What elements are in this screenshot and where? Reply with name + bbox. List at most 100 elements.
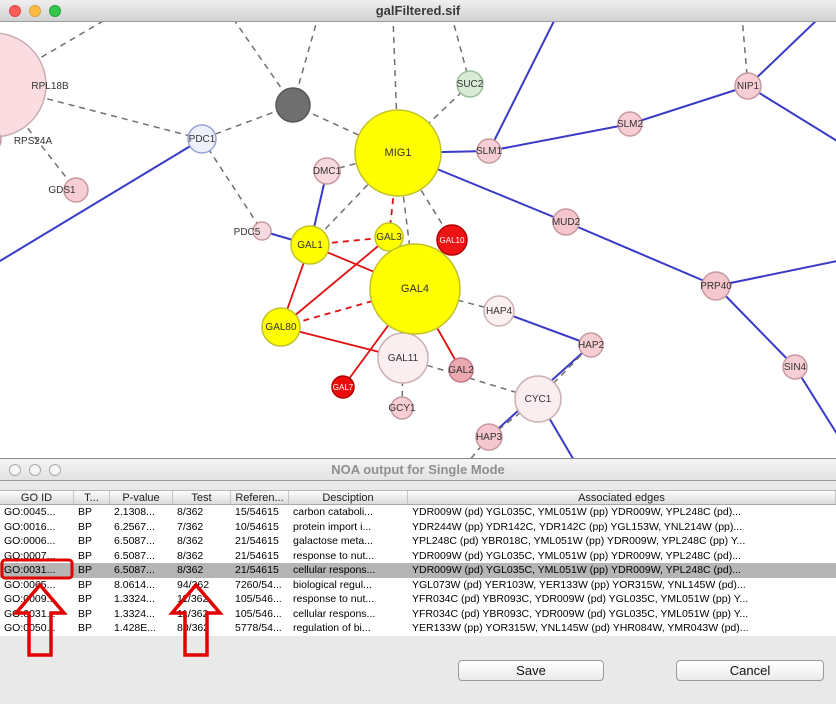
network-edge[interactable] xyxy=(747,85,836,144)
network-node-pdc1[interactable] xyxy=(187,124,217,154)
network-edge[interactable] xyxy=(280,236,390,328)
table-cell: YER133W (pp) YOR315W, YNL145W (pd) YHR08… xyxy=(412,622,749,634)
network-edge[interactable] xyxy=(0,138,203,267)
table-cell: 11/362 xyxy=(177,607,209,620)
network-node-rps24a[interactable] xyxy=(0,129,2,151)
table-cell: galactose meta... xyxy=(293,535,373,547)
table-cell: YDR009W (pd) YGL035C, YML051W (pp) YDR00… xyxy=(412,506,741,518)
network-node-pdc5[interactable] xyxy=(252,221,272,241)
zoom-button[interactable] xyxy=(49,5,61,17)
network-node-slm1[interactable] xyxy=(476,138,502,164)
table-cell: 1.3324... xyxy=(114,593,155,605)
network-node-hap2[interactable] xyxy=(578,332,604,358)
network-node-label: GAL80 xyxy=(265,322,297,333)
network-edge[interactable] xyxy=(498,310,592,346)
save-button[interactable]: Save xyxy=(458,660,604,681)
network-edge[interactable] xyxy=(794,366,836,442)
network-node-label: HAP4 xyxy=(486,306,513,317)
network-node-label: PRP40 xyxy=(700,281,732,292)
table-cell: YDR244W (pp) YDR142C, YDR142C (pp) YGL15… xyxy=(412,520,743,533)
table-cell: BP xyxy=(78,578,93,591)
column-header-p-value[interactable]: P-value xyxy=(110,491,173,504)
network-node-gal10[interactable] xyxy=(436,224,468,256)
network-node-gal1[interactable] xyxy=(290,225,330,265)
network-window-titlebar[interactable]: galFiltered.sif xyxy=(0,0,836,22)
network-node-mud2[interactable] xyxy=(552,208,580,236)
minimize-button[interactable] xyxy=(29,5,41,17)
network-node-mig1[interactable] xyxy=(354,109,442,197)
network-node-hap3[interactable] xyxy=(475,423,503,451)
close-button[interactable] xyxy=(9,464,21,476)
network-node-gal2[interactable] xyxy=(448,357,474,383)
network-edge[interactable] xyxy=(488,123,631,152)
column-header-associated-edges[interactable]: Associated edges xyxy=(408,491,836,504)
table-cell: protein import i... xyxy=(293,520,372,533)
network-node-nip1[interactable] xyxy=(734,72,762,100)
table-cell: 10/54615 xyxy=(235,520,279,533)
column-header-t[interactable]: T... xyxy=(74,491,110,504)
cancel-button[interactable]: Cancel xyxy=(676,660,824,681)
network-edge[interactable] xyxy=(715,260,836,287)
network-edge[interactable] xyxy=(232,22,294,106)
table-cell: 15/54615 xyxy=(235,506,279,518)
network-node-label: GAL1 xyxy=(297,240,323,251)
table-cell: 21/54615 xyxy=(235,535,279,547)
network-node-label: HAP2 xyxy=(578,340,605,351)
network-node-cyc1[interactable] xyxy=(514,375,562,423)
close-button[interactable] xyxy=(9,5,21,17)
table-cell: YDR009W (pd) YGL035C, YML051W (pp) YDR00… xyxy=(412,549,741,562)
network-node-gray-node[interactable] xyxy=(275,87,311,123)
minimize-button[interactable] xyxy=(29,464,41,476)
column-header-referen[interactable]: Referen... xyxy=(231,491,289,504)
network-edge[interactable] xyxy=(629,85,749,125)
network-node-label: GAL7 xyxy=(333,383,354,392)
column-header-test[interactable]: Test xyxy=(173,491,231,504)
noa-window-titlebar[interactable]: NOA output for Single Mode xyxy=(0,459,836,481)
table-cell: GO:0007... xyxy=(4,549,56,562)
table-cell: cellular respons... xyxy=(293,564,376,576)
network-edge[interactable] xyxy=(201,138,263,232)
zoom-button[interactable] xyxy=(49,464,61,476)
network-edge[interactable] xyxy=(565,221,717,287)
table-cell: YGL073W (pd) YER103W, YER133W (pp) YOR31… xyxy=(412,578,746,591)
table-cell: 8/362 xyxy=(177,564,204,576)
network-node-hap4[interactable] xyxy=(483,295,515,327)
network-edge[interactable] xyxy=(715,285,796,368)
traffic-lights xyxy=(9,464,61,476)
network-node-dmc1[interactable] xyxy=(313,157,341,185)
network-node-label: RPS24A xyxy=(14,136,53,147)
network-node-gds1[interactable] xyxy=(63,177,89,203)
table-cell: 7260/54... xyxy=(235,578,282,591)
column-header-desciption[interactable]: Desciption xyxy=(289,491,408,504)
network-node-gal3[interactable] xyxy=(374,222,404,252)
network-node-slm2[interactable] xyxy=(617,111,643,137)
column-header-go-id[interactable]: GO ID xyxy=(0,491,74,504)
traffic-lights xyxy=(9,5,61,17)
table-cell: BP xyxy=(78,607,93,620)
network-node-rpl18b[interactable] xyxy=(0,32,47,138)
table-cell: 6.5087... xyxy=(114,549,155,562)
network-node-suc2[interactable] xyxy=(456,70,484,98)
network-node-gal80[interactable] xyxy=(261,307,301,347)
network-node-gal7[interactable] xyxy=(331,375,355,399)
network-edge[interactable] xyxy=(747,22,820,87)
network-node-gcy1[interactable] xyxy=(390,396,414,420)
network-node-gal4[interactable] xyxy=(369,243,461,335)
network-node-label: CYC1 xyxy=(525,394,552,405)
network-edge[interactable] xyxy=(292,104,399,154)
network-edge[interactable] xyxy=(488,22,556,152)
network-node-sin4[interactable] xyxy=(782,354,808,380)
network-edge[interactable] xyxy=(397,83,471,154)
network-node-prp40[interactable] xyxy=(701,271,731,301)
